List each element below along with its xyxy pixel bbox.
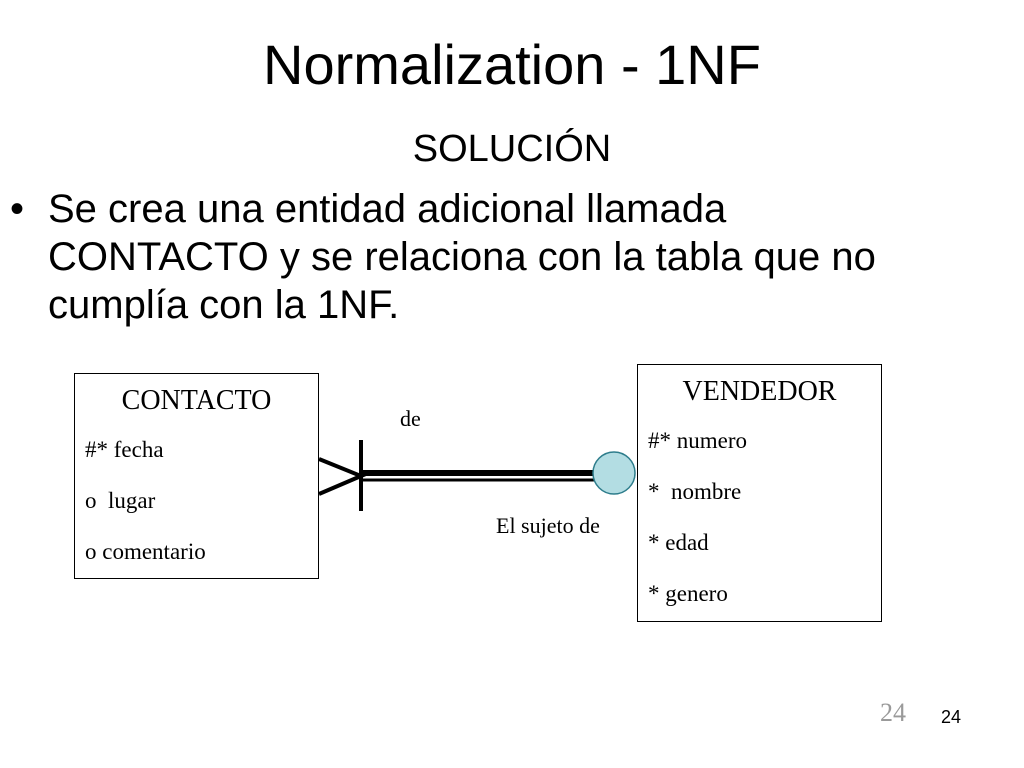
attribute: #* numero (648, 428, 748, 453)
attribute: * genero (648, 581, 728, 606)
attribute: * nombre (648, 479, 742, 504)
attribute: o comentario (85, 539, 206, 564)
attribute: o lugar (85, 488, 156, 513)
attribute: * edad (648, 530, 709, 555)
entity-name: VENDEDOR (682, 376, 837, 407)
entity-name: CONTACTO (121, 385, 272, 416)
entity-contacto: CONTACTO #* fecha o lugar o comentario (74, 373, 319, 579)
relationship-label-top: de (400, 406, 421, 431)
bullet-line: CONTACTO y se relaciona con la tabla que… (48, 235, 876, 279)
slide-subtitle: SOLUCIÓN (412, 128, 612, 170)
attribute-list: #* fecha o lugar o comentario (75, 424, 318, 577)
attribute: #* fecha (85, 437, 164, 462)
bullet-mark: • (10, 187, 25, 231)
crows-foot-icon (318, 457, 367, 496)
bullet-list: • Se crea una entidad adicional llamada … (10, 185, 1010, 329)
attribute-list: #* numero * nombre * edad * genero (638, 415, 881, 619)
page-number-sans: 24 (941, 707, 962, 727)
bullet-line: Se crea una entidad adicional llamada (48, 187, 727, 231)
entity-vendedor: VENDEDOR #* numero * nombre * edad * gen… (637, 364, 882, 622)
bullet-item: • Se crea una entidad adicional llamada … (10, 185, 1010, 329)
bullet-line: cumplía con la 1NF. (48, 283, 400, 327)
relationship-label-bottom: El sujeto de (496, 513, 600, 538)
page-number-serif: 24 (880, 698, 906, 727)
slide-title: Normalization - 1NF (263, 33, 761, 96)
optional-circle-icon (592, 451, 636, 495)
